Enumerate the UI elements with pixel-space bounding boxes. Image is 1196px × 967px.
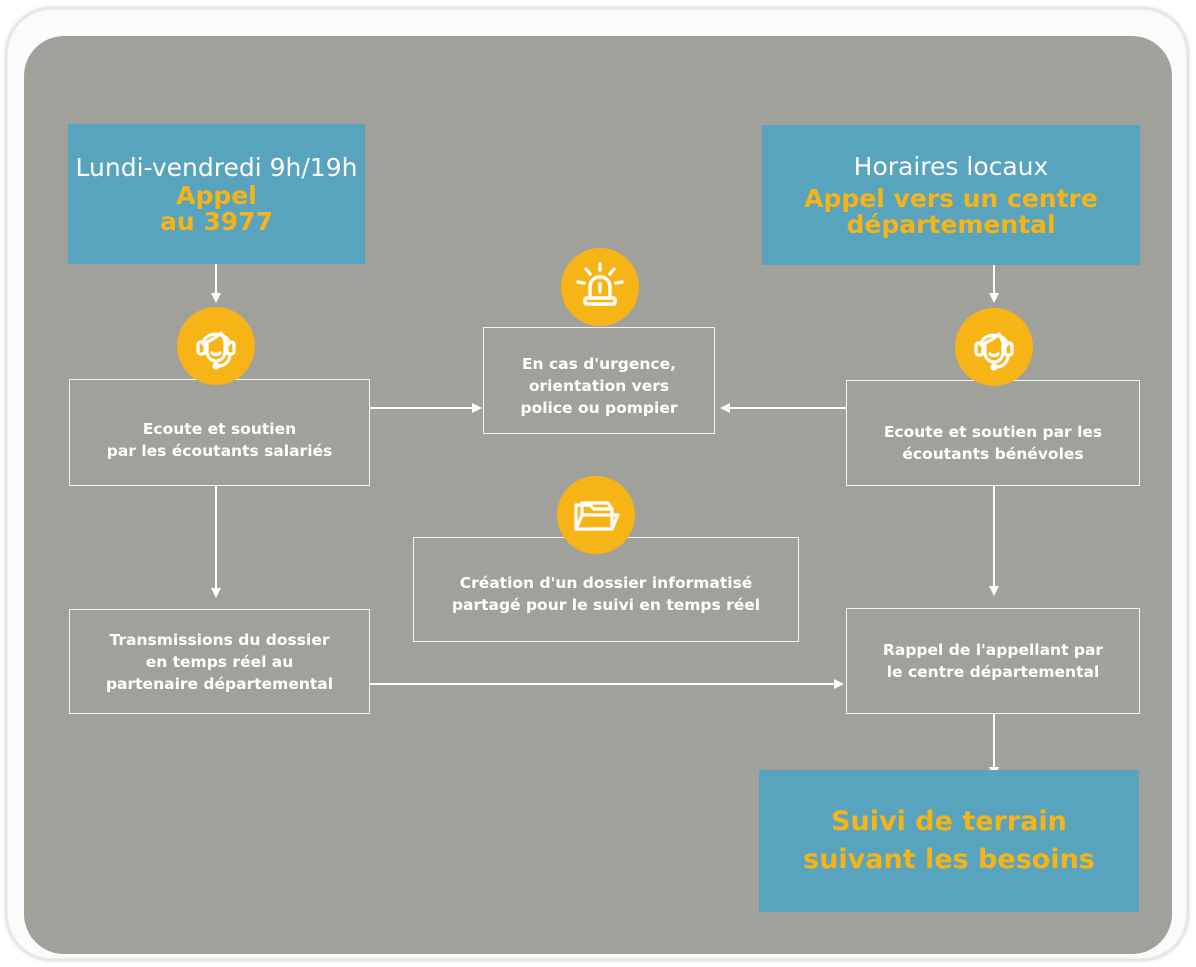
- bottom-box-line-2: suivant les besoins: [803, 844, 1095, 875]
- headset-operator-icon: [955, 308, 1033, 386]
- right-header-accent-2: départemental: [846, 210, 1056, 239]
- box-rappel-line-2: le centre départemental: [886, 663, 1100, 681]
- box-dossier: Création d'un dossier informatisé partag…: [413, 537, 799, 642]
- box-dossier-line-1: Création d'un dossier informatisé: [459, 573, 753, 592]
- box-ecoute-benevoles: Ecoute et soutien par les écoutants béné…: [846, 380, 1140, 486]
- box-ecoute-benevoles-line-1: Ecoute et soutien par les: [883, 423, 1103, 441]
- right-header-accent-1: Appel vers un centre: [804, 184, 1098, 213]
- box-dossier-line-2: partagé pour le suivi en temps réel: [451, 595, 761, 614]
- box-ecoute-salaries: Ecoute et soutien par les écoutants sala…: [69, 379, 370, 486]
- box-transmission-line-2: en temps réel au: [145, 652, 294, 671]
- right-header-title: Horaires locaux: [853, 152, 1049, 181]
- box-ecoute-benevoles-line-2: écoutants bénévoles: [902, 445, 1084, 463]
- box-rappel-line-1: Rappel de l'appellant par: [882, 641, 1104, 659]
- bottom-box-line-1: Suivi de terrain: [831, 806, 1067, 837]
- box-ecoute-salaries-line-1: Ecoute et soutien: [142, 419, 297, 438]
- box-urgence-line-3: police ou pompier: [520, 398, 678, 417]
- box-urgence-line-2: orientation vers: [528, 376, 670, 395]
- siren-icon: [561, 248, 639, 326]
- box-rappel: Rappel de l'appellant par le centre dépa…: [846, 608, 1140, 714]
- left-header-box: Lundi-vendredi 9h/19h Appel au 3977: [68, 124, 365, 264]
- box-transmission-line-1: Transmissions du dossier: [109, 630, 330, 649]
- box-urgence-line-1: En cas d'urgence,: [521, 354, 677, 373]
- left-header-title: Lundi-vendredi 9h/19h: [75, 153, 358, 182]
- box-urgence: En cas d'urgence, orientation vers polic…: [483, 327, 715, 434]
- box-ecoute-salaries-line-2: par les écoutants salariés: [106, 441, 333, 460]
- folder-icon: [557, 476, 635, 554]
- left-header-accent-2: au 3977: [160, 207, 273, 236]
- left-header-accent-1: Appel: [176, 181, 257, 210]
- box-transmission-line-3: partenaire départemental: [105, 674, 334, 693]
- right-header-box: Horaires locaux Appel vers un centre dép…: [762, 125, 1140, 265]
- box-transmission: Transmissions du dossier en temps réel a…: [69, 609, 370, 714]
- headset-operator-icon: [177, 307, 255, 385]
- bottom-box-suivi: Suivi de terrain suivant les besoins: [759, 770, 1139, 912]
